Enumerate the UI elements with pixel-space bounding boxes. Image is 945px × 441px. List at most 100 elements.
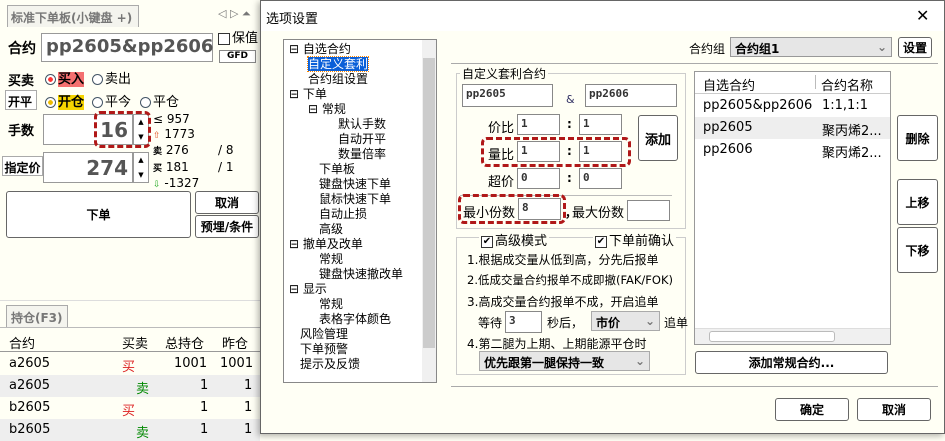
move-down-button[interactable]: 下移: [897, 227, 938, 273]
over-price-1[interactable]: 0: [517, 168, 560, 189]
leg1-input[interactable]: pp2605: [462, 84, 553, 107]
tree-item[interactable]: 表格字体颜色: [319, 312, 392, 326]
tree-item[interactable]: ⊟ 撤单及改单: [289, 237, 363, 251]
qty-ratio-label: 量比: [488, 148, 515, 163]
cancel-button[interactable]: 取消: [857, 398, 931, 421]
tree-item[interactable]: 合约组设置: [308, 72, 369, 86]
leg2-input[interactable]: pp2606: [585, 84, 677, 107]
le-icon: ≤: [153, 112, 164, 126]
tab-nav-icons[interactable]: ◁ ▷ ⏶: [218, 7, 251, 20]
tree-item[interactable]: 数量倍率: [338, 147, 387, 161]
gfd-badge[interactable]: GFD: [219, 50, 256, 63]
tree-item[interactable]: 下单板: [319, 162, 356, 176]
advanced-mode-checkbox[interactable]: ✔高级模式: [479, 230, 550, 249]
close-icon[interactable]: ✕: [916, 6, 930, 25]
tree-item[interactable]: ⊟ 下单: [289, 87, 327, 101]
chase-label: 追单: [664, 316, 689, 330]
contract-label: 合约: [8, 41, 36, 57]
price-input[interactable]: 274: [43, 152, 133, 183]
order-panel-tab[interactable]: 标准下单板(小键盘 +): [7, 5, 139, 27]
adv-rule-1: 1.根据成交量从低到高，分先后报单: [467, 253, 659, 267]
preset-condition-button[interactable]: 预埋/条件: [195, 215, 259, 238]
sell-radio[interactable]: 卖出: [92, 68, 131, 87]
group-label: 合约组: [689, 42, 726, 56]
buy-radio[interactable]: 买入: [45, 68, 85, 87]
move-up-button[interactable]: 上移: [897, 179, 938, 225]
tree-item[interactable]: 默认手数: [338, 117, 387, 131]
tree-item[interactable]: 下单预警: [300, 342, 349, 356]
price-ratio-label: 价比: [488, 121, 515, 136]
tree-item[interactable]: ⊟ 常规: [308, 102, 346, 116]
openclose-button[interactable]: 开平: [5, 90, 37, 110]
open-radio[interactable]: 开仓: [45, 91, 85, 110]
tree-item[interactable]: 常规: [319, 297, 344, 311]
submit-order-button[interactable]: 下单: [6, 191, 191, 238]
over-price-2[interactable]: 0: [579, 168, 622, 189]
delete-button[interactable]: 删除: [897, 115, 938, 161]
tree-item[interactable]: 鼠标快速下单: [319, 192, 392, 206]
tree-item[interactable]: ⊟ 自选合约: [289, 42, 351, 56]
tree-item[interactable]: 常规: [319, 252, 344, 266]
tree-item[interactable]: 键盘快速下单: [319, 177, 392, 191]
group-select[interactable]: 合约组1⌄: [730, 37, 892, 57]
over-price-label: 超价: [488, 175, 515, 190]
add-regular-contract-button[interactable]: 添加常规合约...: [695, 351, 888, 374]
ok-button[interactable]: 确定: [775, 398, 849, 421]
custom-arbitrage-legend: 自定义套利合约: [460, 65, 549, 82]
cancel-order-button[interactable]: 取消: [195, 191, 259, 214]
chevron-down-icon: ⌄: [644, 314, 655, 328]
tree-item-selected[interactable]: 自定义套利: [306, 56, 370, 72]
contract-input[interactable]: pp2605&pp2606: [41, 33, 213, 62]
price-ratio-1[interactable]: 1: [517, 114, 560, 135]
tree-item[interactable]: 提示及反馈: [300, 357, 361, 371]
price-label-button[interactable]: 指定价: [2, 156, 43, 176]
order-panel: 标准下单板(小键盘 +) ◁ ▷ ⏶ 合约 pp2605&pp2606 保值 G…: [0, 0, 262, 300]
options-dialog: 选项设置 ✕ ⊟ 自选合约 自定义套利 合约组设置 ⊟ 下单 ⊟ 常规 默认手数…: [260, 0, 945, 434]
min-units-highlight: [458, 194, 566, 224]
tree-item[interactable]: ⊟ 显示: [289, 282, 327, 296]
tree-item[interactable]: 自动止损: [319, 207, 368, 221]
dialog-title: 选项设置: [266, 12, 319, 27]
tree-item[interactable]: 高级: [319, 222, 344, 236]
qty-ratio-1[interactable]: 1: [517, 141, 560, 162]
qty-stepper[interactable]: ▲▼: [133, 114, 149, 145]
chase-mode-select[interactable]: 市价⌄: [591, 311, 660, 331]
close-radio[interactable]: 平仓: [140, 91, 179, 110]
settings-button[interactable]: 设置: [898, 37, 932, 58]
limit-up-icon: ⇧: [153, 130, 161, 141]
max-units-label: 最大份数: [572, 206, 625, 221]
max-units-input[interactable]: [627, 200, 670, 221]
chevron-down-icon: ⌄: [876, 40, 887, 54]
tree-item[interactable]: 键盘快速撤改单: [319, 267, 404, 281]
options-tree[interactable]: ⊟ 自选合约 自定义套利 合约组设置 ⊟ 下单 ⊟ 常规 默认手数 自动开平 数…: [283, 39, 437, 383]
wait-seconds-input[interactable]: 3: [505, 311, 542, 333]
qty-input[interactable]: 16: [43, 114, 133, 145]
price-ratio-2[interactable]: 1: [579, 114, 622, 135]
tree-item[interactable]: 风险管理: [300, 327, 349, 341]
tree-item[interactable]: 自动开平: [338, 132, 387, 146]
price-stepper[interactable]: ▲▼: [133, 152, 149, 183]
add-button[interactable]: 添加: [638, 115, 678, 161]
buysell-label: 买卖: [8, 74, 35, 89]
follow-select[interactable]: 优先跟第一腿保持一致⌄: [479, 351, 650, 371]
positions-tab[interactable]: 持仓(F3): [6, 305, 68, 327]
horizontal-scrollbar[interactable]: [695, 328, 890, 344]
dialog-titlebar: 选项设置 ✕: [261, 1, 944, 31]
keep-value-checkbox[interactable]: 保值: [218, 31, 258, 47]
close-today-radio[interactable]: 平今: [92, 91, 131, 110]
after-label: 秒后，: [547, 316, 584, 330]
qty-ratio-2[interactable]: 1: [579, 141, 622, 162]
tree-scrollbar[interactable]: [422, 40, 436, 382]
min-units-input[interactable]: 8: [518, 198, 561, 220]
qty-highlight: [94, 111, 151, 148]
advanced-group: [456, 237, 686, 375]
confirm-checkbox[interactable]: ✔下单前确认: [593, 230, 677, 249]
